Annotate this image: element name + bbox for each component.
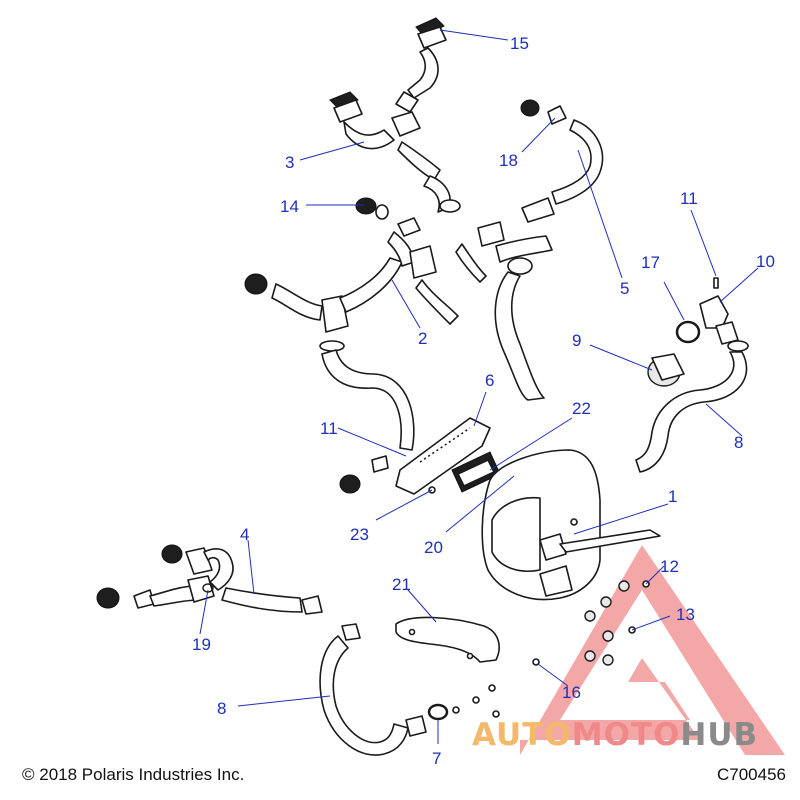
part-18-clamp — [520, 99, 567, 125]
callout-22: 22 — [572, 399, 591, 418]
part-9-thermostat — [647, 353, 685, 387]
part-7-hose-clamp — [427, 703, 449, 721]
part-14-coupler — [355, 197, 389, 220]
watermark-auto: AUTO — [472, 717, 572, 753]
callout-15: 15 — [510, 34, 529, 53]
watermark-hub: HUB — [680, 717, 759, 753]
part-16-fasteners — [452, 658, 540, 718]
callout-12: 12 — [660, 557, 679, 576]
callout-8b: 8 — [217, 699, 226, 718]
callout-11: 11 — [680, 189, 698, 208]
part-10-thermostat-housing — [699, 295, 739, 345]
callout-8: 8 — [734, 433, 743, 452]
watermark-moto: MOTO — [571, 717, 681, 753]
callout-6: 6 — [485, 371, 494, 390]
callout-19: 19 — [192, 635, 211, 654]
watermark-text: AUTOMOTOHUB — [472, 717, 758, 753]
callout-13: 13 — [676, 605, 695, 624]
callout-9: 9 — [572, 331, 581, 350]
part-17-o-ring — [675, 320, 701, 344]
part-3-intake-duct — [329, 91, 461, 213]
part-8-upper-hose — [635, 340, 749, 473]
callout-5: 5 — [620, 279, 629, 298]
callout-20: 20 — [424, 538, 443, 557]
part-11-bleed-screw — [713, 277, 719, 289]
part-5-lower-hose — [494, 257, 545, 401]
callout-1: 1 — [668, 487, 677, 506]
callout-7: 7 — [432, 749, 441, 768]
callout-14: 14 — [280, 197, 299, 216]
leader-lines — [199, 29, 759, 744]
callout-17: 17 — [641, 253, 660, 272]
callout-23: 23 — [350, 525, 369, 544]
part-2-intake-hose — [244, 217, 459, 333]
callout-10: 10 — [756, 252, 775, 271]
part-12-washers — [600, 580, 650, 608]
callout-4: 4 — [240, 525, 249, 544]
part-8-lower-hose — [319, 623, 427, 756]
part-1-muffler — [481, 449, 661, 601]
part-11-grommet — [339, 455, 389, 494]
callout-2: 2 — [418, 329, 427, 348]
copyright-notice: © 2018 Polaris Industries Inc. — [22, 765, 245, 784]
callout-11b: 11 — [320, 419, 338, 438]
drawing-code: C700456 — [716, 765, 786, 784]
part-13-nuts — [584, 610, 636, 666]
part-15-intake-duct — [395, 17, 447, 113]
part-4-intake-hose — [96, 544, 323, 615]
callout-21: 21 — [392, 575, 411, 594]
watermark-triangle-logo — [520, 545, 785, 755]
callout-labels: 15 3 18 14 11 17 10 5 2 9 6 22 8 11 1 23… — [192, 34, 775, 768]
callout-16: 16 — [562, 683, 581, 702]
callout-18: 18 — [499, 151, 518, 170]
part-21-heat-shield — [395, 616, 500, 663]
callout-3: 3 — [285, 153, 294, 172]
part-6-heat-shield — [395, 417, 491, 495]
part-2-lower-hose — [319, 340, 415, 451]
